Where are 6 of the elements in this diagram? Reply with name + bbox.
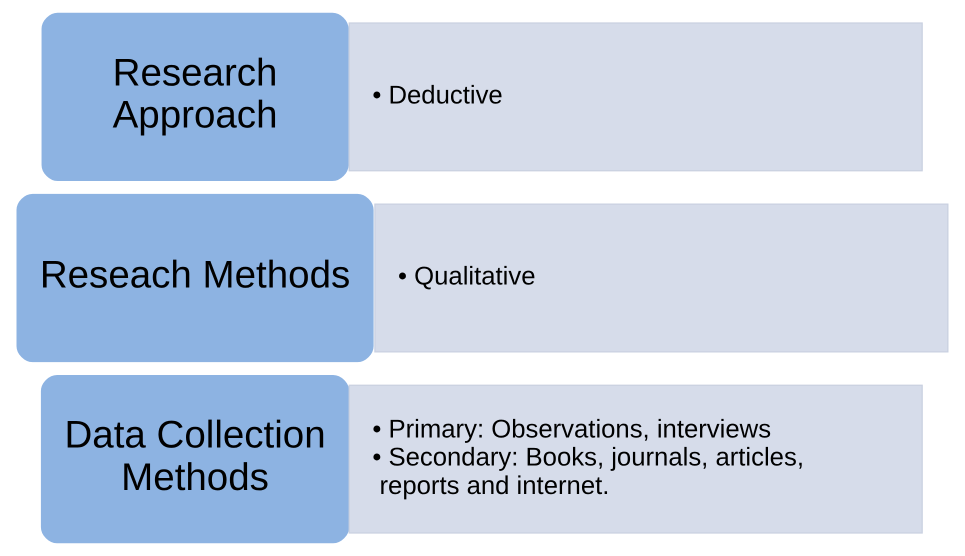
node-box: Data Collection Methods: [40, 375, 350, 544]
node-box: • Deductive: [348, 22, 923, 172]
node-box: Research Approach: [42, 12, 349, 181]
node-box: • Primary: Observations, interviews • Secondary: Books, journals, articles, reports and internet.: [348, 384, 923, 534]
node-box: • Qualitative: [374, 204, 948, 352]
node-box: Reseach Methods: [16, 194, 374, 362]
